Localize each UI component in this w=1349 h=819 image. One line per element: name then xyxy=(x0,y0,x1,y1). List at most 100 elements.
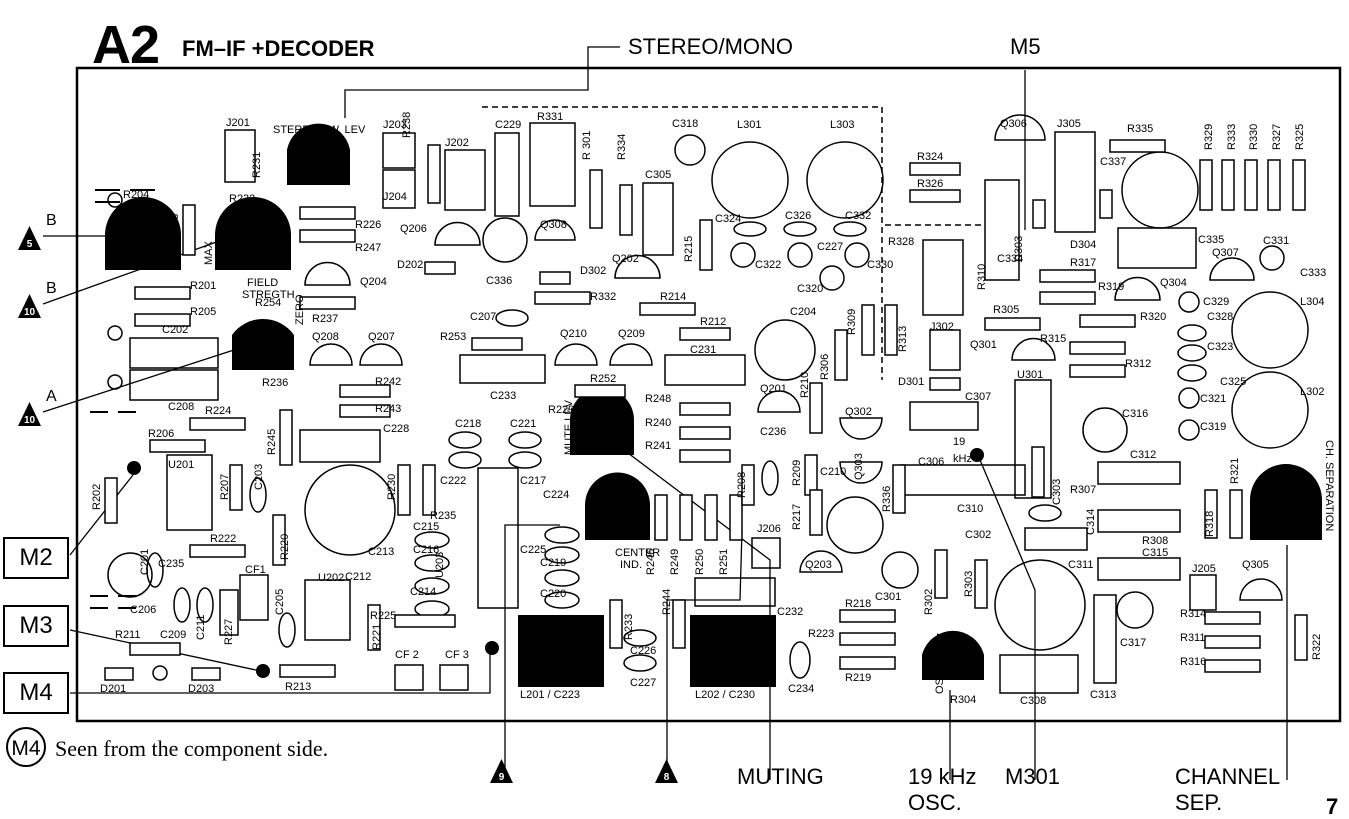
svg-text:R315: R315 xyxy=(1040,333,1066,345)
svg-text:C315: C315 xyxy=(1142,547,1168,559)
svg-text:R253: R253 xyxy=(440,331,466,343)
svg-text:C213: C213 xyxy=(368,546,394,558)
svg-text:L202 / C230: L202 / C230 xyxy=(695,689,755,701)
svg-text:C208: C208 xyxy=(168,401,194,413)
svg-text:Q302: Q302 xyxy=(845,406,872,418)
callout-m5: M5 xyxy=(1010,34,1041,59)
svg-text:R306: R306 xyxy=(819,354,831,380)
svg-text:R329: R329 xyxy=(1203,124,1215,150)
svg-text:CF 3: CF 3 xyxy=(445,649,469,661)
svg-text:L201 / C223: L201 / C223 xyxy=(520,689,580,701)
svg-text:C235: C235 xyxy=(158,558,184,570)
svg-text:R233: R233 xyxy=(623,614,635,640)
board-name: FM–IF +DECODER xyxy=(182,36,375,61)
svg-text:R243: R243 xyxy=(375,403,401,415)
svg-text:D202: D202 xyxy=(397,259,423,271)
svg-text:R326: R326 xyxy=(917,178,943,190)
svg-text:MAX: MAX xyxy=(203,241,215,266)
svg-text:D203: D203 xyxy=(188,683,214,695)
svg-text:C316: C316 xyxy=(1122,408,1148,420)
svg-text:C320: C320 xyxy=(797,283,823,295)
svg-text:R331: R331 xyxy=(537,111,563,123)
svg-text:C312: C312 xyxy=(1130,449,1156,461)
svg-text:Q202: Q202 xyxy=(612,253,639,265)
svg-text:C321: C321 xyxy=(1200,393,1226,405)
callout-osc: OSC. xyxy=(908,790,962,815)
coil-l202 xyxy=(690,615,776,687)
svg-text:R205: R205 xyxy=(190,306,216,318)
svg-text:STREGTH: STREGTH xyxy=(242,289,295,301)
svg-text:R215: R215 xyxy=(683,236,695,262)
svg-text:R307: R307 xyxy=(1070,484,1096,496)
svg-text:C229: C229 xyxy=(495,119,521,131)
callout-channel: CHANNEL xyxy=(1175,764,1281,789)
svg-text:C337: C337 xyxy=(1100,156,1126,168)
svg-text:C226: C226 xyxy=(630,645,656,657)
svg-text:R247: R247 xyxy=(355,242,381,254)
svg-text:Q204: Q204 xyxy=(360,276,387,288)
svg-text:kHz: kHz xyxy=(953,453,972,465)
svg-text:R217: R217 xyxy=(791,504,803,530)
svg-text:R249: R249 xyxy=(669,549,681,575)
svg-text:C313: C313 xyxy=(1090,689,1116,701)
svg-text:C311: C311 xyxy=(1068,559,1093,571)
svg-text:R336: R336 xyxy=(881,486,893,512)
svg-text:L304: L304 xyxy=(1300,296,1324,308)
component-side-note: Seen from the component side. xyxy=(55,736,329,761)
svg-text:R319: R319 xyxy=(1098,281,1124,293)
svg-text:R231: R231 xyxy=(251,152,263,178)
svg-text:R207: R207 xyxy=(219,474,231,500)
svg-text:L301: L301 xyxy=(737,119,761,131)
svg-text:Q201: Q201 xyxy=(760,383,787,395)
svg-text:C319: C319 xyxy=(1200,421,1226,433)
svg-text:R303: R303 xyxy=(963,571,975,597)
svg-text:R227: R227 xyxy=(223,619,235,645)
svg-text:C329: C329 xyxy=(1203,296,1229,308)
svg-text:Q307: Q307 xyxy=(1212,247,1239,259)
svg-text:R219: R219 xyxy=(845,672,871,684)
svg-text:C335: C335 xyxy=(1198,234,1224,246)
svg-text:R318: R318 xyxy=(1204,511,1216,537)
svg-text:C310: C310 xyxy=(957,503,983,515)
svg-text:R322: R322 xyxy=(1311,634,1323,660)
svg-text:R244: R244 xyxy=(661,589,673,615)
svg-text:R201: R201 xyxy=(190,280,216,292)
svg-text:R316: R316 xyxy=(1180,656,1206,668)
svg-text:J205: J205 xyxy=(1192,563,1216,575)
svg-text:C210: C210 xyxy=(820,466,846,478)
board-outline xyxy=(75,66,1342,723)
svg-text:C328: C328 xyxy=(1207,311,1233,323)
pot-r232 xyxy=(215,197,291,270)
svg-text:19: 19 xyxy=(953,436,965,448)
svg-text:ZERO: ZERO xyxy=(294,294,306,325)
svg-text:C322: C322 xyxy=(755,259,781,271)
svg-text:R248: R248 xyxy=(645,393,671,405)
callout-stereo-mono: STEREO/MONO xyxy=(628,34,794,59)
svg-text:IND.: IND. xyxy=(620,559,642,571)
svg-text:R238: R238 xyxy=(401,112,413,138)
svg-text:C302: C302 xyxy=(965,529,991,541)
svg-text:C221: C221 xyxy=(510,418,536,430)
svg-text:R332: R332 xyxy=(590,291,616,303)
svg-text:R302: R302 xyxy=(923,589,935,615)
board-id: A2 xyxy=(92,15,160,75)
svg-text:J202: J202 xyxy=(445,137,469,149)
svg-text:R203: R203 xyxy=(169,214,181,240)
svg-text:J206: J206 xyxy=(757,523,781,535)
callout-sep: SEP. xyxy=(1175,790,1223,815)
svg-text:R221: R221 xyxy=(371,624,383,650)
svg-text:R225: R225 xyxy=(370,610,396,622)
test-point-m3 xyxy=(256,664,270,678)
svg-text:C204: C204 xyxy=(790,306,816,318)
svg-text:R323: R323 xyxy=(1263,475,1289,487)
pot-center-ind xyxy=(585,472,650,540)
svg-text:C325: C325 xyxy=(1220,376,1246,388)
svg-text:D301: D301 xyxy=(898,376,924,388)
svg-text:U202: U202 xyxy=(318,572,344,584)
svg-text:R236: R236 xyxy=(262,377,288,389)
svg-text:Q203: Q203 xyxy=(805,559,832,571)
svg-text:C224: C224 xyxy=(543,489,569,501)
svg-text:Q306: Q306 xyxy=(1000,118,1027,130)
svg-text:C217: C217 xyxy=(520,475,546,487)
svg-text:R328: R328 xyxy=(888,236,914,248)
